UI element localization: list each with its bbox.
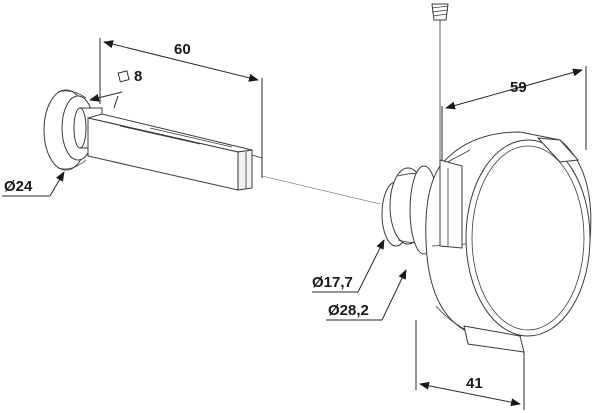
dimension-knob-rose-diameter: Ø28,2 <box>326 269 407 321</box>
dimension-knob-width: 41 <box>415 320 525 410</box>
dimension-label-41: 41 <box>466 375 483 392</box>
dimension-knob-neck-diameter: Ø17,7 <box>312 239 385 293</box>
dimension-label-o17-7: Ø17,7 <box>312 274 353 291</box>
dimension-label-60: 60 <box>174 41 191 58</box>
assembly-axis <box>261 175 381 205</box>
rose-and-spindle: 60 8 Ø24 <box>2 38 263 197</box>
dimension-knob-length: 59 <box>441 66 587 160</box>
spindle <box>87 113 263 191</box>
dimension-label-o24: Ø24 <box>4 178 33 195</box>
screw-icon <box>431 3 449 162</box>
square-section-icon <box>117 70 130 83</box>
dimension-label-59: 59 <box>510 79 527 96</box>
dimension-square-section: 8 <box>89 68 142 109</box>
dimension-label-8: 8 <box>134 68 142 85</box>
knob-face <box>465 139 591 337</box>
knob <box>381 131 592 353</box>
dimension-label-o28-2: Ø28,2 <box>328 302 369 319</box>
dimension-rose-diameter: Ø24 <box>2 171 65 197</box>
dimension-spindle-length: 60 <box>99 38 263 178</box>
